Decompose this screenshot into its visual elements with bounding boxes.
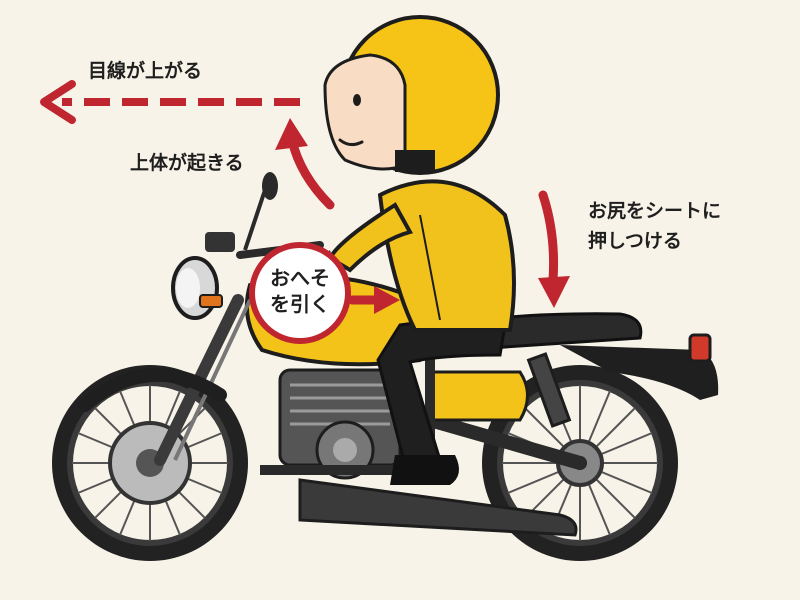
headlight: [171, 256, 223, 320]
front-fender: [78, 367, 227, 412]
rider-jacket: [318, 179, 516, 332]
side-cover: [426, 370, 529, 422]
hips-arrow: [538, 190, 570, 308]
rear-frame: [423, 333, 719, 470]
navel-label-line2: を引く: [270, 292, 330, 316]
navel-callout: [249, 242, 400, 344]
front-wheel: [52, 365, 248, 561]
gaze-arrow: [40, 80, 300, 124]
rider-helmet: [323, 15, 500, 175]
hips-label-line2: 押しつける: [588, 230, 682, 252]
engine: [278, 368, 402, 480]
navel-label-line1: おへそ: [270, 266, 330, 290]
hips-label-line1: お尻をシートに: [588, 200, 722, 222]
upper-body-arrow: [275, 118, 335, 210]
gaze-label: 目線が上がる: [88, 60, 203, 82]
upper-body-label: 上体が起きる: [130, 152, 244, 174]
exhaust-pipe: [298, 478, 578, 537]
